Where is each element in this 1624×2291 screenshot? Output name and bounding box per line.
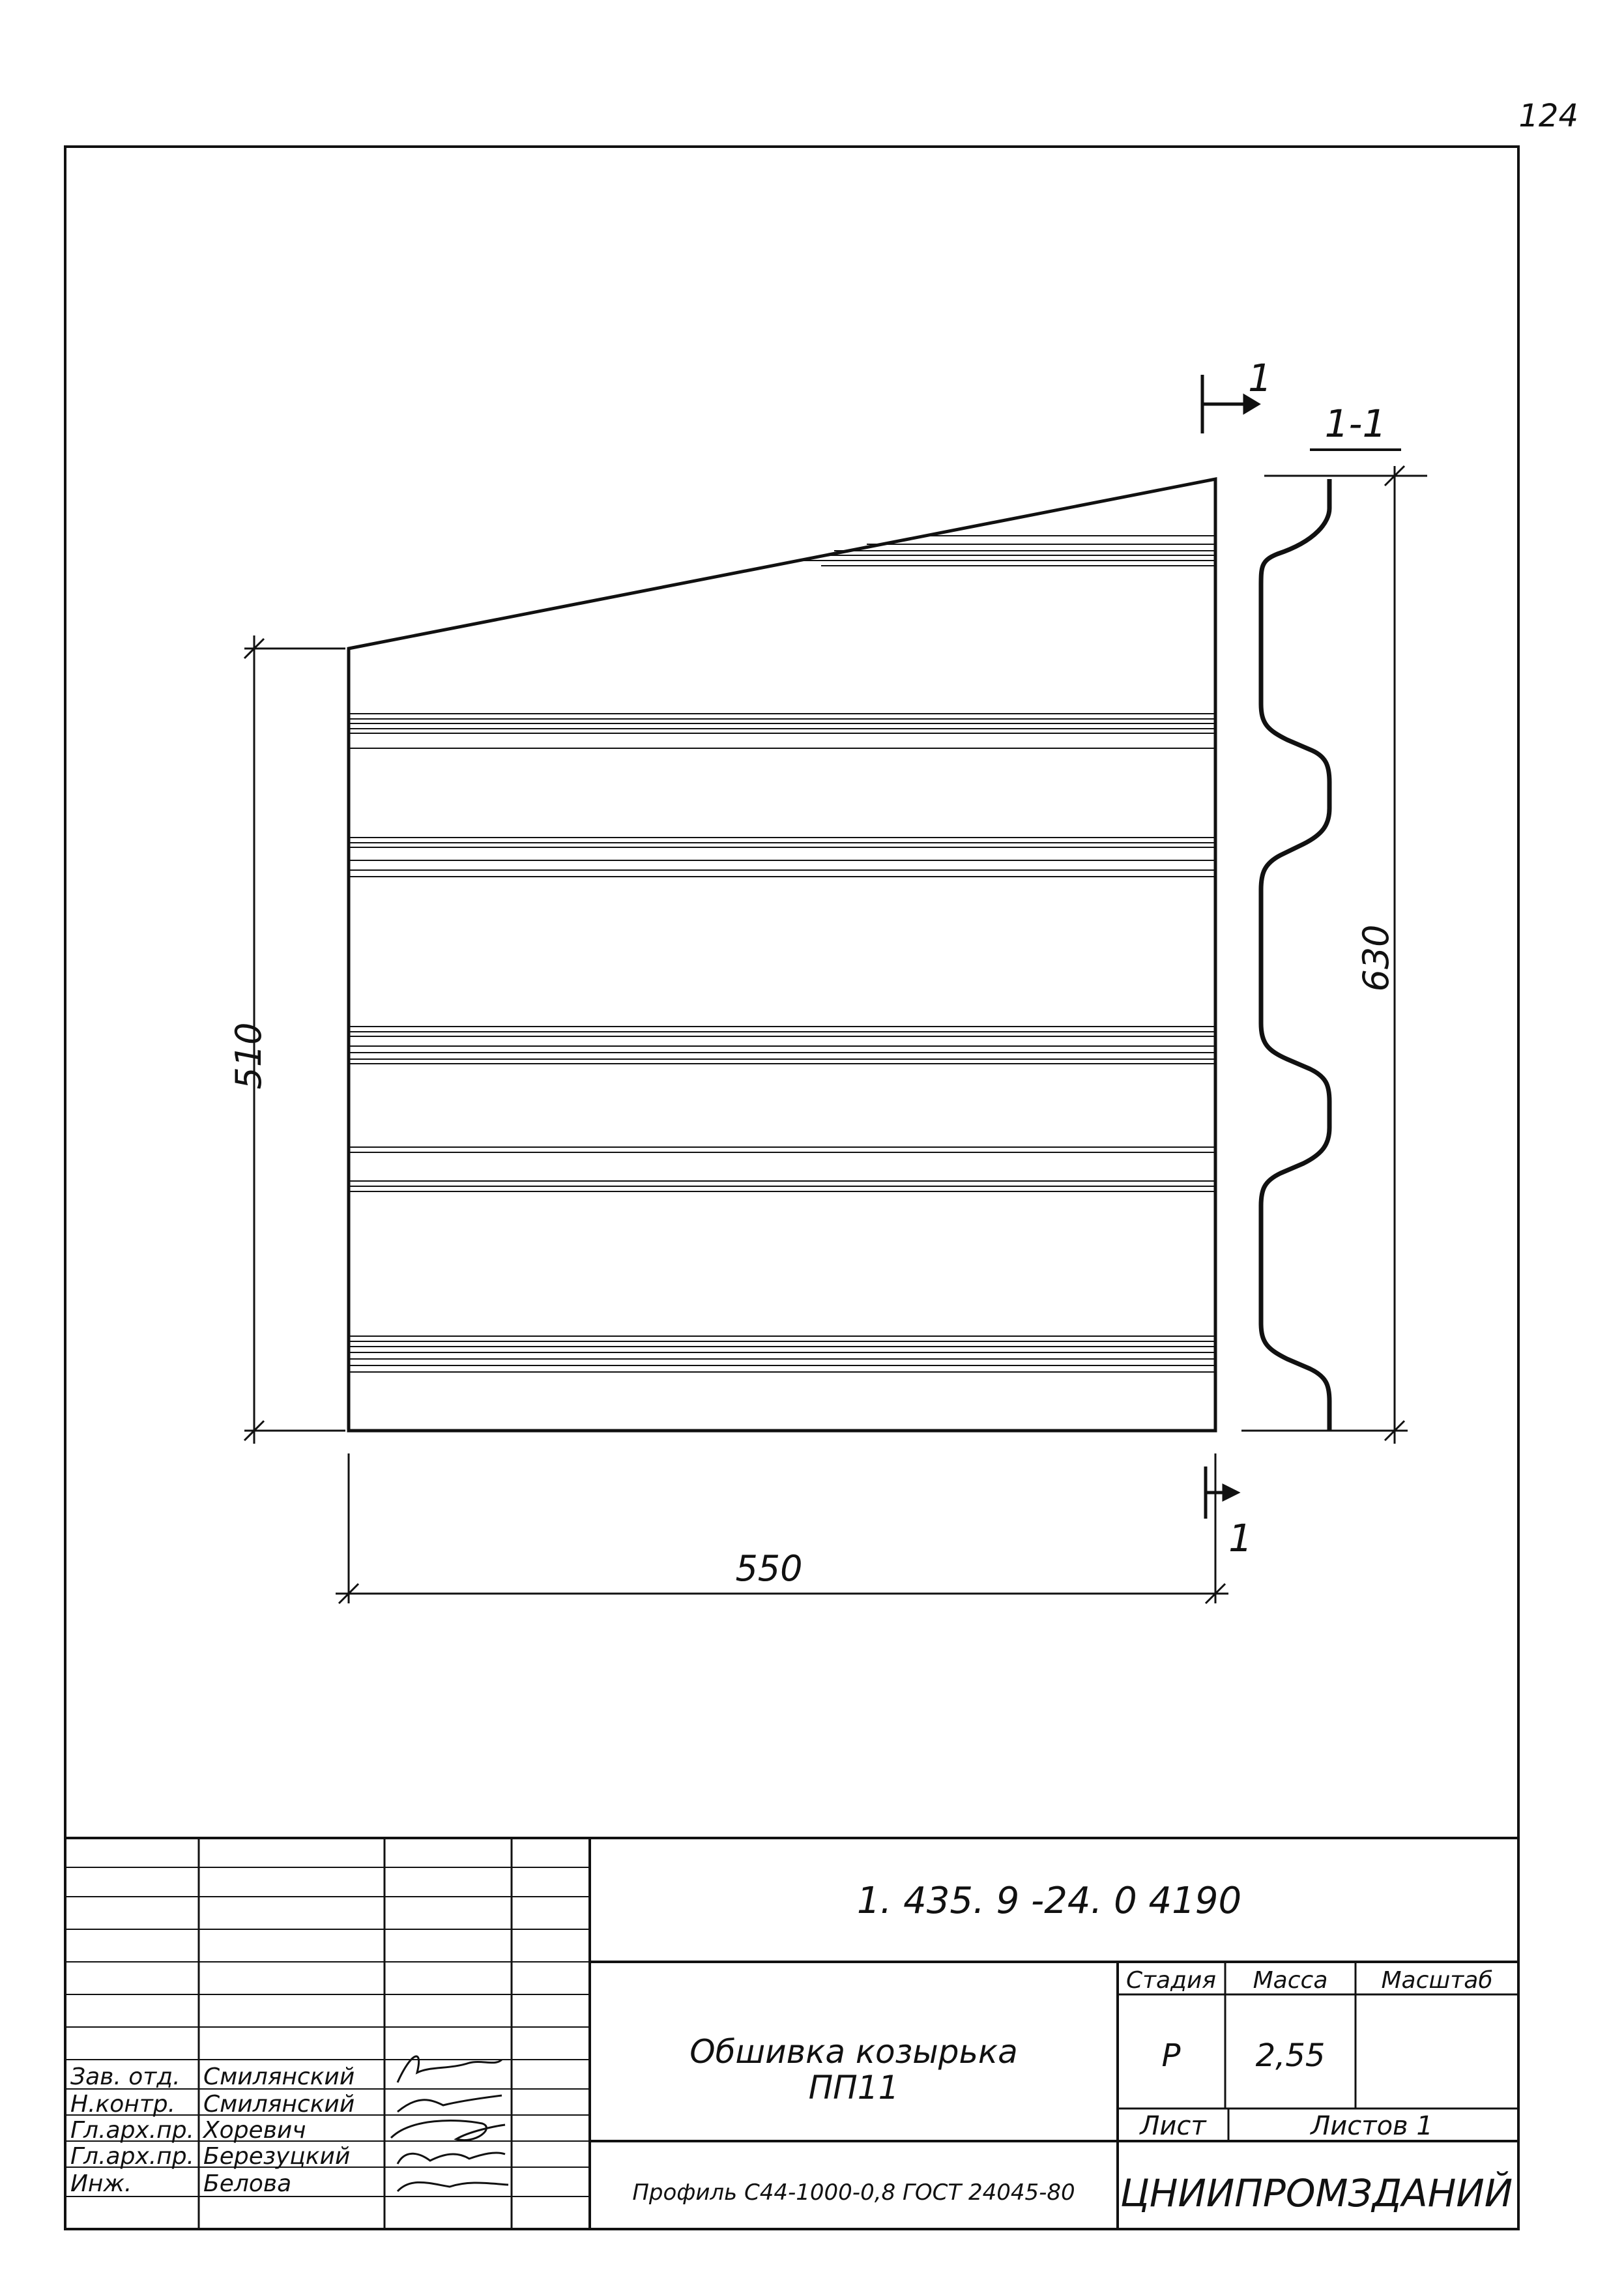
dim-width-label: 550 <box>735 1548 802 1589</box>
staff-name: Смилянский <box>203 2064 355 2090</box>
dim-height-profile-label: 630 <box>1356 924 1397 991</box>
staff-name: Березуцкий <box>203 2143 350 2170</box>
dimension-bottom <box>336 1453 1228 1605</box>
section-title: 1-1 <box>1325 401 1387 446</box>
dimension-left <box>243 635 345 1444</box>
section-marker-top <box>1200 375 1261 433</box>
organization: ЦНИИПРОМЗДАНИЙ <box>1120 2170 1513 2215</box>
dim-height-left-label: 510 <box>228 1022 269 1089</box>
value-mass: 2,55 <box>1256 2037 1326 2074</box>
material-text: Профиль С44-1000-0,8 ГОСТ 24045-80 <box>632 2180 1075 2206</box>
signatures <box>390 2055 509 2193</box>
page-number: 124 <box>1518 98 1578 134</box>
profile-section <box>1258 479 1332 1431</box>
section-marker-bottom <box>1204 1467 1241 1519</box>
staff-name: Белова <box>203 2170 291 2197</box>
staff-role: Н.контр. <box>70 2091 175 2118</box>
staff-name: Смилянский <box>203 2091 355 2118</box>
header-mass: Масса <box>1253 1967 1328 1994</box>
panel-outline <box>347 476 1217 1433</box>
staff-role: Зав. отд. <box>70 2064 181 2090</box>
section-mark-bottom: 1 <box>1228 1516 1253 1560</box>
sheets-label: Листов 1 <box>1309 2111 1433 2141</box>
panel-view <box>347 476 1217 1433</box>
section-mark-top: 1 <box>1248 356 1272 400</box>
corrugation-lines <box>349 535 1215 1373</box>
value-stage: Р <box>1162 2037 1181 2074</box>
title-line1: Обшивка козырька <box>689 2033 1018 2071</box>
header-stage: Стадия <box>1126 1967 1216 1994</box>
dimension-profile <box>1241 465 1427 1444</box>
sheet-frame <box>64 145 1520 2230</box>
sheet-label: Лист <box>1138 2111 1207 2141</box>
staff-role: Гл.арх.пр. <box>70 2117 194 2144</box>
title-line2: ПП11 <box>809 2069 899 2107</box>
doc-code: 1. 435. 9 -24. 0 4190 <box>857 1880 1241 1922</box>
header-scale: Масштаб <box>1381 1967 1492 1994</box>
staff-role: Инж. <box>70 2170 132 2197</box>
staff-name: Хоревич <box>202 2117 306 2144</box>
staff-role: Гл.арх.пр. <box>70 2143 194 2170</box>
title-block-grid <box>65 1837 1518 2229</box>
